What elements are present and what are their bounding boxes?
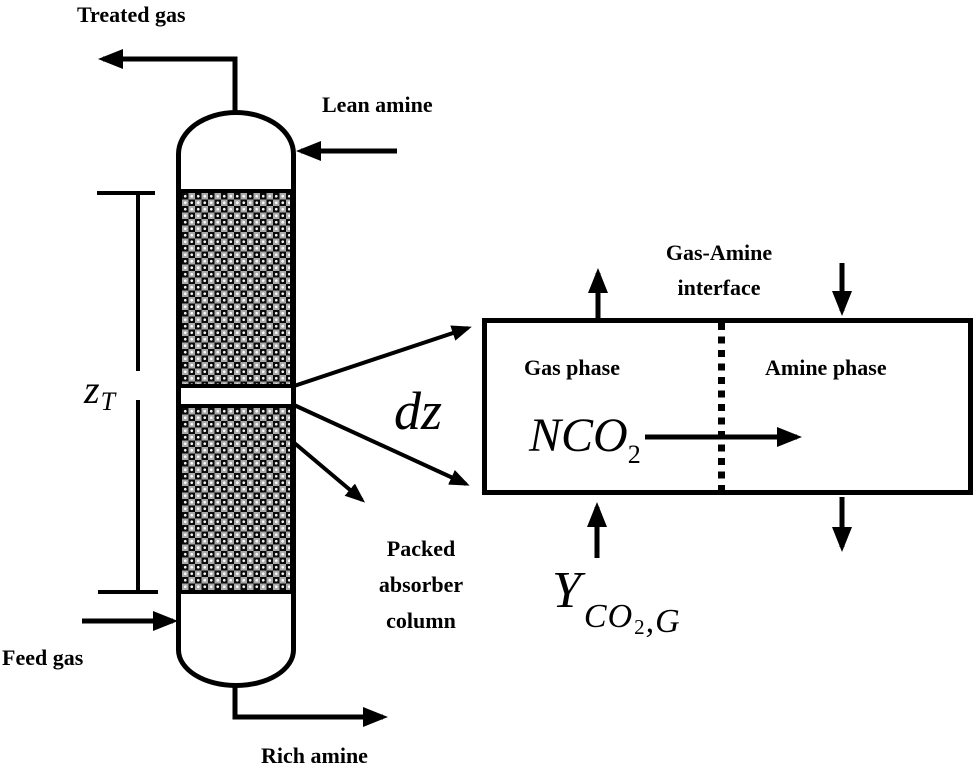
- amine-phase-label: Amine phase: [765, 355, 887, 380]
- gas-amine-interface-label: Gas-Amine interface: [665, 240, 773, 300]
- rich-amine-pipe-arrow: [232, 684, 388, 727]
- zt-height-symbol: zT: [84, 367, 115, 415]
- rich-amine-label: Rich amine: [261, 743, 368, 768]
- zt-base: z: [84, 367, 100, 412]
- dz-text: dz: [394, 381, 443, 441]
- treated-gas-pipe-arrow: [98, 49, 238, 114]
- lean-amine-label: Lean amine: [322, 92, 433, 117]
- packing-bed-bottom: [178, 404, 294, 594]
- slice-to-box-top-line: [293, 325, 472, 388]
- dz-symbol: dz: [394, 384, 442, 438]
- packing-bed-top: [178, 189, 294, 388]
- interface-box: [482, 318, 973, 495]
- zt-subscript: T: [100, 387, 116, 416]
- flux-subscript: 2: [627, 440, 641, 469]
- y-subscript-co: CO: [583, 598, 634, 635]
- treated-gas-label: Treated gas: [77, 2, 186, 27]
- y-base: Y: [552, 562, 582, 619]
- co2-flux-symbol: NCO2: [529, 409, 641, 468]
- gas-amine-interface-dotted-line: [718, 323, 725, 490]
- flux-base: NCO: [529, 409, 628, 462]
- y-subscript-2: 2: [634, 615, 646, 639]
- packed-column-pointer-arrow: [290, 439, 366, 503]
- feed-gas-label: Feed gas: [2, 645, 84, 670]
- y-subscript-g: ,G: [645, 603, 681, 640]
- zt-dimension-line: [97, 191, 158, 594]
- slice-to-box-bottom-line: [293, 403, 470, 486]
- packed-absorber-column-label: Packed absorber column: [378, 536, 464, 633]
- co2-mole-fraction-symbol: YCO2,G: [552, 562, 681, 639]
- gas-phase-label: Gas phase: [524, 355, 620, 380]
